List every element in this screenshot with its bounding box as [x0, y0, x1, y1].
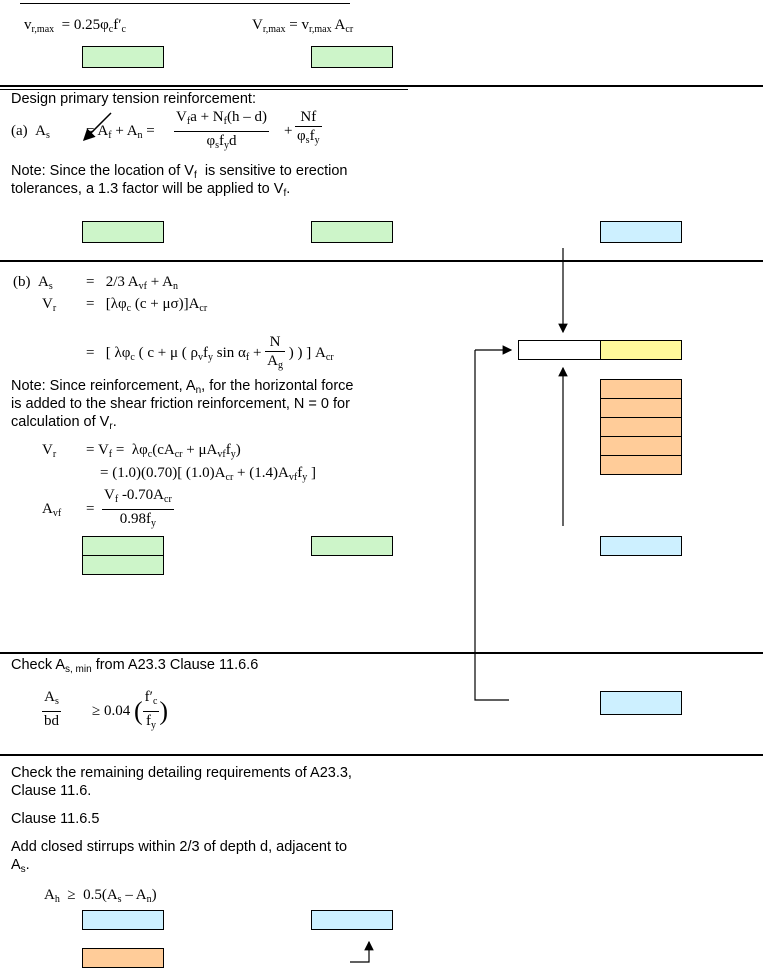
- part-a-label: (a) As: [11, 123, 50, 141]
- part-a-fraction-1: Vfa + Nf(h – d)φsfyd: [174, 108, 269, 155]
- vr2-label: Vr: [42, 442, 57, 460]
- check-lhs-num: As: [42, 688, 61, 712]
- frac1-num: Vfa + Nf(h – d): [174, 108, 269, 132]
- orange-stack-box-5[interactable]: [600, 455, 682, 475]
- As-a-result-box[interactable]: [600, 221, 682, 243]
- Avf-result-box[interactable]: [600, 536, 682, 556]
- avf-label: Avf: [42, 501, 62, 519]
- check-rhs-den: fy: [146, 713, 157, 731]
- Ah-orange-box[interactable]: [82, 948, 164, 968]
- Ah-equation: Ah ≥ 0.5(As – An): [44, 887, 157, 905]
- design-heading: Design primary tension reinforcement:: [11, 91, 256, 107]
- divider-1-sub: [0, 89, 408, 90]
- As-a-input-box-1[interactable]: [82, 221, 164, 243]
- Ah-input-box[interactable]: [82, 910, 164, 930]
- eq3-den: Ag: [267, 353, 284, 371]
- detail-line3: Clause 11.6.5: [11, 811, 100, 827]
- diagonal-arrow: [82, 112, 112, 142]
- As-combined-yellow-box[interactable]: [600, 340, 682, 360]
- note-a-line1: Note: Since the location of Vf is sensit…: [11, 163, 348, 181]
- check-lhs-den: bd: [44, 713, 59, 729]
- part-b-eq5: = (1.0)(0.70)[ (1.0)Acr + (1.4)Avffy ]: [100, 465, 316, 483]
- part-b-eq4: = Vf = λφc(cAcr + μAvffy): [86, 442, 241, 460]
- frac2-den: φsfy: [297, 128, 320, 146]
- part-b-eq6-eq: =: [86, 501, 95, 517]
- As-a-input-box-2[interactable]: [311, 221, 393, 243]
- note-b-line3: calculation of Vr.: [11, 414, 117, 432]
- eq3-pre: = [ λφc ( c + μ ( ρvfy sin αf +: [86, 345, 262, 364]
- plus-sign: +: [284, 123, 293, 139]
- Avf-input-box-2[interactable]: [311, 536, 393, 556]
- vr-label: Vr: [42, 296, 57, 314]
- detail-line4: Add closed stirrups within 2/3 of depth …: [11, 839, 348, 855]
- Vrmax-input-box[interactable]: [311, 46, 393, 68]
- Ah-result-box[interactable]: [311, 910, 393, 930]
- eq3-num: N: [265, 333, 286, 352]
- check-rhs-pre: ≥ 0.04: [92, 702, 131, 719]
- top-rule: [20, 3, 350, 4]
- eq3-post: ) ) ] Acr: [288, 345, 334, 364]
- As-min-result-box[interactable]: [600, 691, 682, 715]
- frac2-num: Nf: [295, 108, 322, 127]
- eq6-num: Vf -0.70Acr: [102, 486, 174, 510]
- detail-line5: As.: [11, 857, 30, 875]
- Vrmax-equation: Vr,max = vr,max Acr: [252, 17, 354, 35]
- divider-2: [0, 260, 763, 262]
- check-rhs-num: f′c: [142, 688, 160, 712]
- detail-line2: Clause 11.6.: [11, 783, 92, 799]
- frac1-den: φsfyd: [206, 133, 237, 151]
- detail-line1: Check the remaining detailing requiremen…: [11, 765, 352, 781]
- note-b-line1: Note: Since reinforcement, An, for the h…: [11, 378, 354, 396]
- vrmax-equation: vr,max = 0.25φcf′c: [24, 17, 126, 35]
- part-b-eq2: = [λφc (c + μσ)]Acr: [86, 296, 208, 314]
- divider-3: [0, 652, 763, 654]
- vrmax-input-box[interactable]: [82, 46, 164, 68]
- part-b-label: (b) As: [13, 274, 53, 292]
- note-b-line2: is added to the shear friction reinforce…: [11, 396, 350, 412]
- Avf-input-box-lower[interactable]: [82, 555, 164, 575]
- note-a-line2: tolerances, a 1.3 factor will be applied…: [11, 181, 291, 199]
- part-b-eq1: = 2/3 Avf + An: [86, 274, 178, 292]
- Ah-connector: [350, 940, 374, 963]
- As-min-connector: [474, 350, 509, 701]
- check-heading: Check As, min from A23.3 Clause 11.6.6: [11, 657, 259, 675]
- divider-4: [0, 754, 763, 756]
- eq6-den: 0.98fy: [119, 511, 157, 529]
- divider-1: [0, 85, 763, 87]
- part-a-lhs: = Af + An =: [86, 123, 155, 141]
